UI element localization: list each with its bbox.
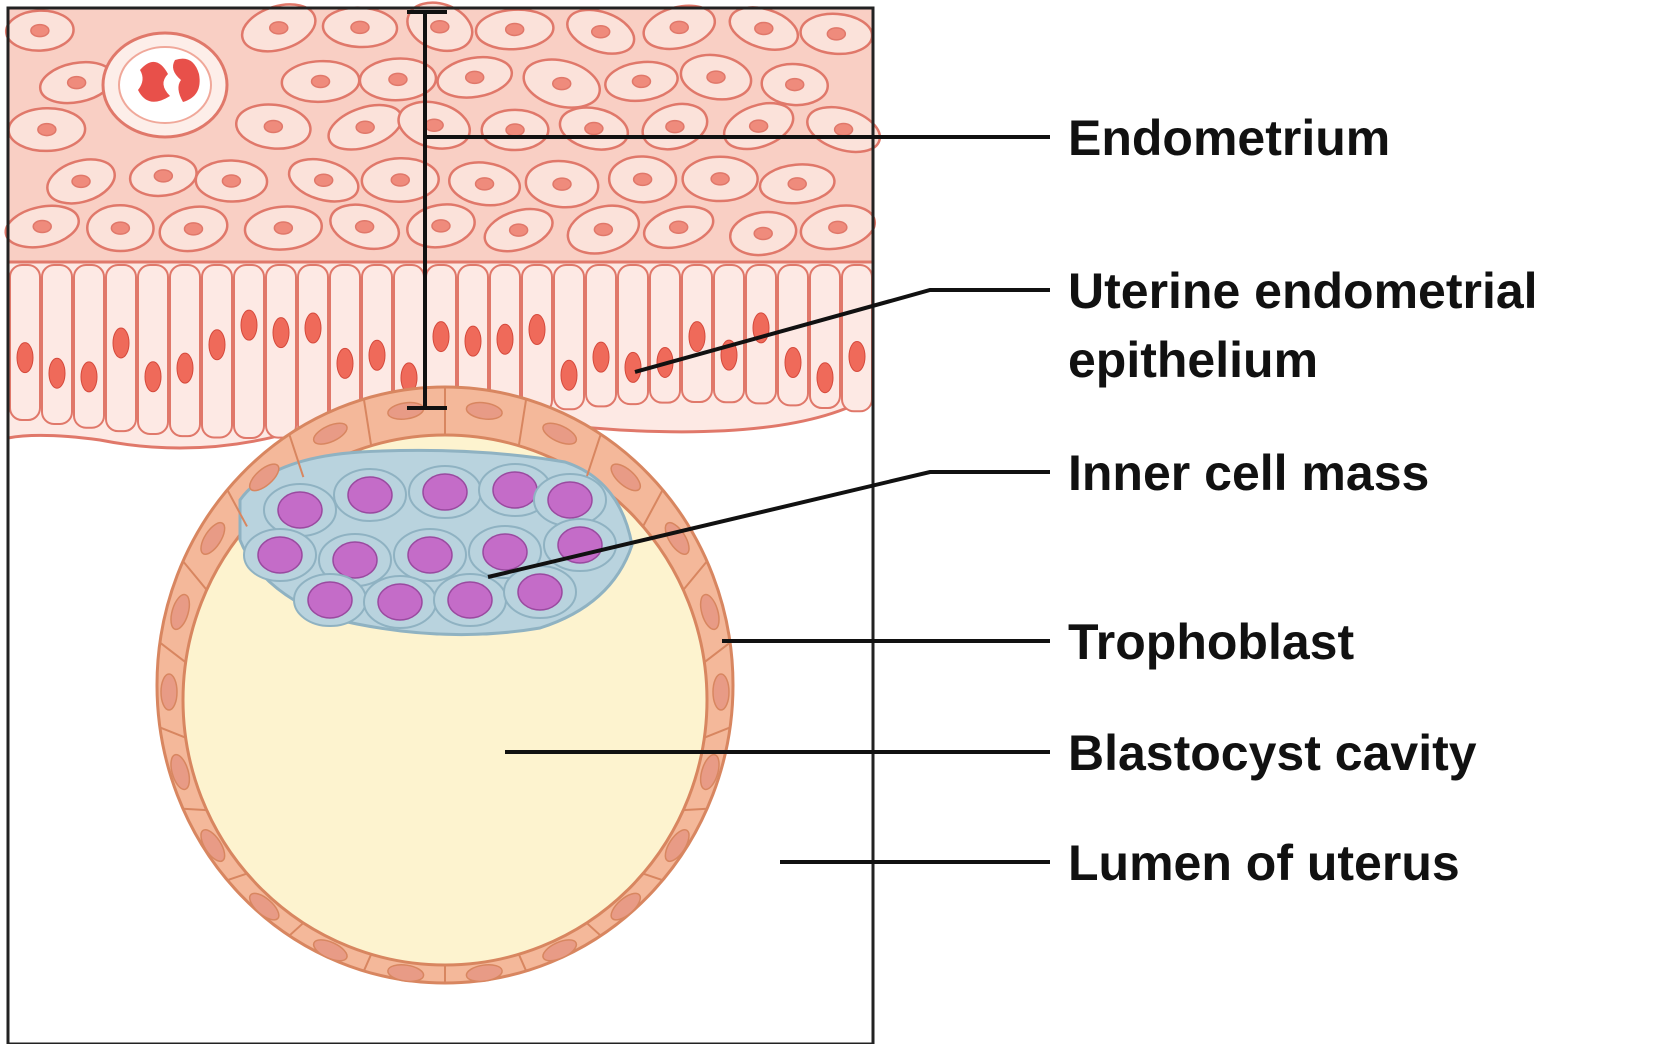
label-inner-cell-mass: Inner cell mass — [1068, 445, 1429, 501]
inner-cell-mass-cell — [534, 474, 606, 526]
epithelial-cell — [298, 265, 328, 436]
epithelial-cell — [682, 265, 712, 402]
inner-cell-mass-cell — [334, 469, 406, 521]
label-uterine-endometrial-line1: Uterine endometrial — [1068, 263, 1538, 319]
inner-cell-mass-cell — [364, 576, 436, 628]
epithelial-cell — [618, 265, 648, 404]
epithelial-cell — [202, 265, 232, 437]
epithelial-cell — [554, 265, 584, 409]
inner-cell-mass-cell — [544, 519, 616, 571]
epithelial-cell — [522, 265, 552, 413]
epithelial-cell — [10, 265, 40, 420]
epithelial-cell — [138, 265, 168, 434]
epithelial-cell — [106, 265, 136, 431]
stroma-cell — [8, 107, 85, 151]
stroma-cell — [683, 157, 758, 201]
epithelial-cell — [778, 265, 808, 405]
inner-cell-mass-cell — [264, 484, 336, 536]
epithelial-cell — [586, 265, 616, 406]
stroma-cell — [361, 157, 439, 203]
epithelial-cell — [714, 265, 744, 402]
inner-cell-mass-cell — [244, 529, 316, 581]
epithelial-cell — [842, 265, 872, 411]
label-trophoblast: Trophoblast — [1068, 614, 1354, 670]
label-uterine-endometrial-line2: epithelium — [1068, 332, 1318, 388]
inner-cell-mass-cell — [504, 566, 576, 618]
epithelial-cell — [650, 265, 680, 403]
inner-cell-mass-cell — [409, 466, 481, 518]
label-endometrium: Endometrium — [1068, 110, 1390, 166]
label-blastocyst-cavity: Blastocyst cavity — [1068, 725, 1477, 781]
stroma-cell — [608, 155, 677, 203]
blood-vessel — [103, 33, 227, 137]
blastocyst — [157, 387, 733, 984]
epithelial-cell — [234, 265, 264, 438]
epithelial-cell — [266, 265, 296, 438]
epithelial-cell — [42, 265, 72, 424]
epithelial-cell — [74, 265, 104, 428]
inner-cell-mass-cell — [434, 574, 506, 626]
label-lumen-of-uterus: Lumen of uterus — [1068, 835, 1460, 891]
stroma-cell — [482, 110, 549, 151]
inner-cell-mass-cell — [394, 529, 466, 581]
inner-cell-mass-cell — [294, 574, 366, 626]
epithelial-cell — [810, 265, 840, 408]
stroma-cell — [87, 205, 154, 251]
epithelial-cell — [170, 265, 200, 436]
inner-cell-mass-cells — [244, 464, 616, 628]
stroma-cell — [195, 160, 267, 203]
